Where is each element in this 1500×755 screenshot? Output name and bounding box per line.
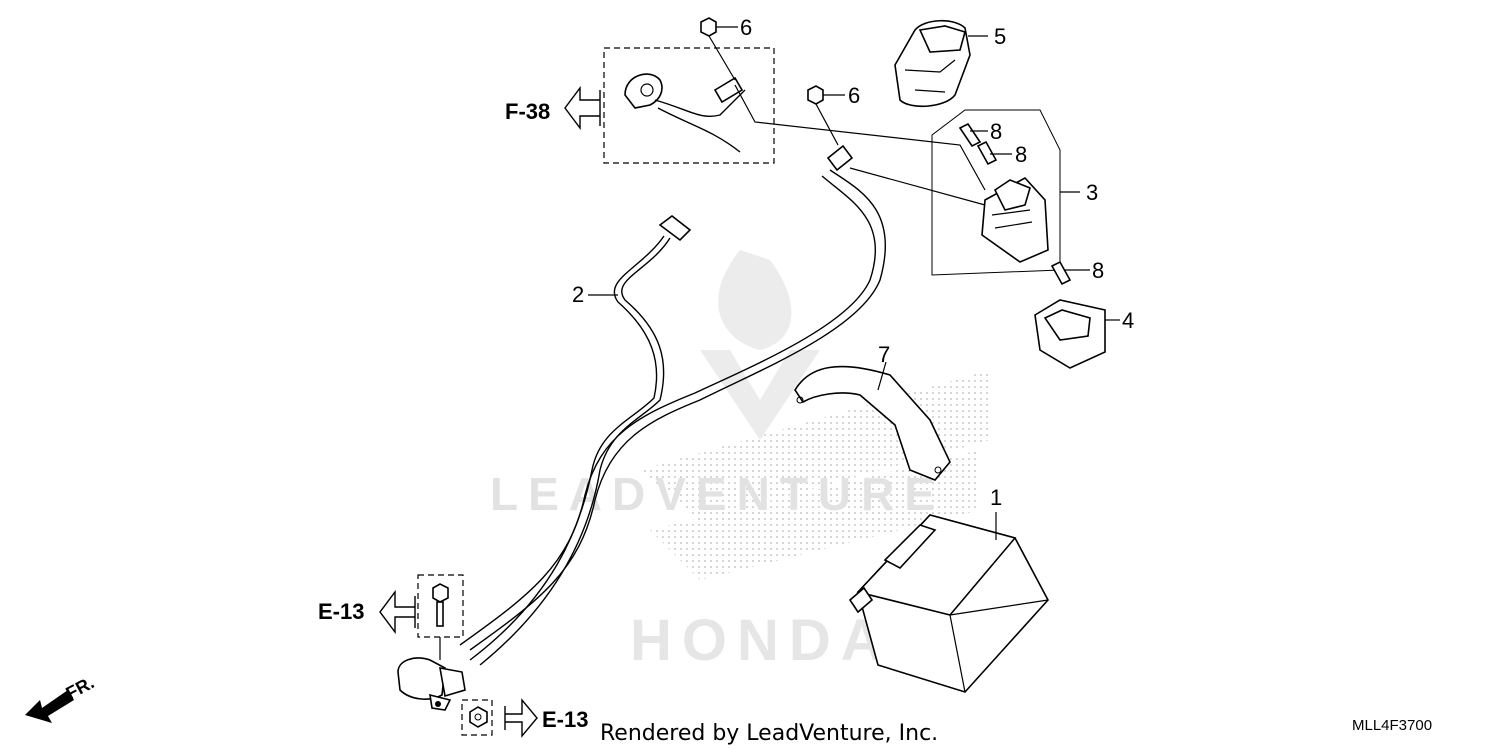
fuse-middle (976, 140, 1012, 166)
sub-harness-cable (654, 89, 746, 153)
cable-terminal-upper (658, 214, 692, 242)
callout-5: 5 (994, 24, 1006, 49)
leader-line (734, 84, 986, 191)
watermark-v-logo (700, 350, 820, 440)
sub-harness-group (603, 47, 986, 191)
leader-line (877, 361, 887, 391)
callout-6-middle: 6 (848, 83, 860, 108)
watermark-text: LEADVENTURE (490, 468, 945, 520)
ref-e13-right[interactable]: E-13 (542, 707, 588, 732)
e13-left-arrow-icon (379, 589, 416, 635)
relay-cover (894, 19, 988, 108)
callout-7: 7 (878, 342, 890, 367)
fuse-lower (1050, 260, 1090, 286)
battery-cable-negative (469, 214, 692, 666)
callout-3: 3 (1086, 180, 1098, 205)
credit-text: Rendered by LeadVenture, Inc. (600, 721, 938, 746)
sub-harness-dashed-box (603, 47, 775, 164)
battery-terminal-cluster (397, 657, 466, 711)
starter-relay (981, 176, 1049, 263)
callout-1: 1 (990, 485, 1002, 510)
harness-connector-bracket (624, 73, 663, 109)
bolt-6-middle (807, 85, 845, 146)
callout-8-lower: 8 (1092, 258, 1104, 283)
battery-band (794, 361, 951, 481)
watermark-flame-logo (718, 250, 792, 350)
diagram-code: MLL4F3700 (1352, 717, 1432, 734)
fuse-box (1034, 299, 1120, 369)
f38-arrow-icon (564, 85, 601, 131)
nut-dashed-box (461, 699, 493, 736)
bracket-hole (640, 83, 654, 97)
leader-line (849, 167, 986, 206)
sub-harness-terminal (713, 76, 744, 104)
cable-terminal-top (826, 144, 854, 172)
ref-e13-left[interactable]: E-13 (318, 599, 364, 624)
watermark-brand: HONDA (630, 608, 893, 673)
ref-f38[interactable]: F-38 (505, 99, 550, 124)
starter-relay-group (931, 109, 1080, 276)
e13-right-group (461, 699, 493, 736)
callout-4: 4 (1122, 308, 1134, 333)
bolt-6-top (700, 17, 738, 81)
callout-8-upper: 8 (990, 119, 1002, 144)
callout-6-top: 6 (740, 15, 752, 40)
battery-cable-positive (459, 144, 986, 651)
e13-left-group (417, 574, 464, 660)
battery (848, 512, 1049, 693)
callout-2: 2 (572, 282, 584, 307)
fuse-upper (958, 122, 988, 148)
e13-right-arrow-icon (504, 698, 538, 738)
callout-8-middle: 8 (1015, 142, 1027, 167)
front-direction-arrow-icon (25, 690, 74, 723)
watermark-wing-shape (650, 450, 980, 580)
bolt-dashed-box (417, 574, 464, 638)
